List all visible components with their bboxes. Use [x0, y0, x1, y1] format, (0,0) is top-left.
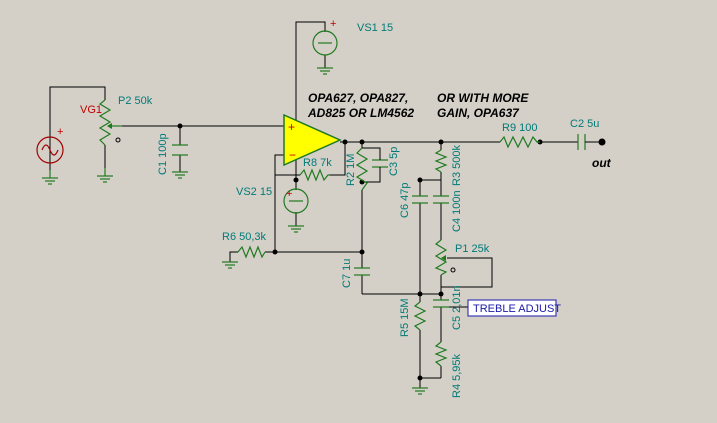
- capacitor-c7: [354, 267, 370, 276]
- note-opamps-line1: OPA627, OPA827,: [308, 91, 408, 105]
- capacitor-c1: [172, 144, 188, 156]
- label-c7: C7 1u: [341, 259, 353, 288]
- resistor-r6: [237, 245, 266, 259]
- resistor-r5: [413, 301, 427, 331]
- svg-text:+: +: [330, 18, 336, 30]
- label-vg1: VG1: [80, 104, 102, 116]
- label-p2: P2 50k: [118, 95, 153, 107]
- label-r4: R4 5,95k: [451, 353, 463, 398]
- label-c5: C5 2,01n: [451, 285, 463, 330]
- note-opamps-line2: AD825 OR LM4562: [307, 106, 414, 120]
- label-r8: R8 7k: [303, 157, 332, 169]
- capacitor-c5: [433, 299, 449, 308]
- note-more-gain-line2: GAIN, OPA637: [437, 106, 520, 120]
- signal-source-vg1: +: [36, 126, 64, 164]
- resistor-r9: [499, 135, 540, 149]
- svg-text:+: +: [57, 126, 63, 138]
- capacitor-c3: [372, 155, 388, 172]
- label-c4: C4 100n: [451, 190, 463, 232]
- junction-dots: [177, 123, 543, 381]
- label-c6: C6 47p: [399, 183, 411, 218]
- ground-icon: [42, 67, 428, 395]
- capacitor-c6: [412, 195, 428, 204]
- output-terminal-icon: [598, 138, 606, 146]
- wires: [49, 21, 602, 388]
- potentiometer-p1: [434, 239, 456, 276]
- label-c1: C1 100p: [157, 133, 169, 175]
- svg-text:+: +: [288, 120, 295, 134]
- resistor-r4: [434, 341, 448, 367]
- potentiometer-p2: [98, 99, 122, 146]
- label-vs2: VS2 15: [236, 186, 272, 198]
- opamp: + −: [283, 113, 342, 167]
- label-r5: R5 15M: [399, 298, 411, 337]
- svg-text:+: +: [286, 188, 292, 200]
- label-r9: R9 100: [502, 122, 537, 134]
- label-c2: C2 5u: [570, 118, 599, 130]
- label-r2: R2 1M: [345, 154, 357, 186]
- treble-adjust-label: TREBLE ADJUST: [473, 303, 561, 315]
- resistor-r8: [299, 168, 330, 182]
- dc-source-vs2: +: [283, 188, 309, 214]
- note-more-gain-line1: OR WITH MORE: [437, 91, 529, 105]
- label-p1: P1 25k: [455, 243, 490, 255]
- dc-source-vs1: +: [312, 18, 338, 56]
- svg-text:−: −: [289, 148, 296, 162]
- resistor-r2: [355, 147, 369, 191]
- label-r3: R3 500k: [451, 145, 463, 186]
- capacitor-c4: [433, 195, 449, 204]
- label-c3: C3 5p: [388, 147, 400, 176]
- label-r6: R6 50,3k: [222, 231, 267, 243]
- treble-adjust-box: [467, 299, 557, 317]
- label-vs1: VS1 15: [357, 22, 393, 34]
- resistor-r3: [434, 149, 448, 173]
- capacitor-c2: [577, 134, 594, 150]
- label-out: out: [592, 156, 612, 170]
